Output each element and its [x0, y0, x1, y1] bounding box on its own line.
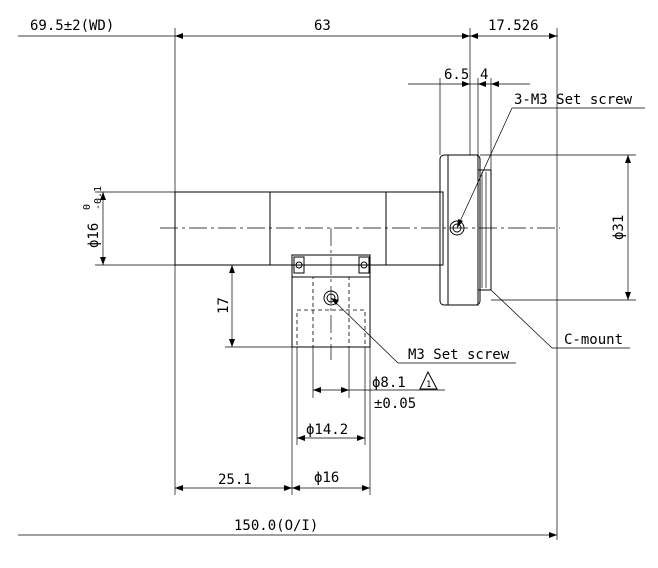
label-dim-6-5: 6.5 [444, 67, 469, 83]
label-tol-005: ±0.05 [374, 396, 416, 412]
label-body-length: 63 [314, 18, 331, 34]
label-phi16-tube-group: ϕ16 0 -0.1 [82, 186, 104, 248]
top-dimension-lines [18, 28, 558, 540]
label-phi14-2: ϕ14.2 [306, 422, 348, 438]
lens-body [174, 154, 492, 306]
left-dimensions [95, 191, 292, 348]
label-flange-offset: 17.526 [488, 18, 539, 34]
label-phi31: ϕ31 [611, 215, 627, 240]
label-phi16-tube: ϕ16 [86, 223, 102, 248]
label-cmount: C-mount [564, 332, 623, 348]
label-height17-group: 17 [216, 297, 232, 314]
label-3m3-set-screw: 3-M3 Set screw [514, 92, 633, 108]
label-dim-4: 4 [480, 67, 488, 83]
right-dimensions [480, 154, 636, 301]
side-port [291, 228, 371, 360]
flange-set-screw [449, 220, 465, 236]
bottom-dimensions [18, 265, 557, 538]
label-phi16-port: ϕ16 [314, 470, 339, 486]
label-working-distance: 69.5±2(WD) [30, 18, 114, 34]
label-tol-lower: -0.1 [93, 186, 104, 210]
label-m3-set-screw: M3 Set screw [408, 347, 510, 363]
label-offset25-1: 25.1 [218, 472, 252, 488]
leaders [330, 107, 645, 364]
label-phi8-1: ϕ8.1 [372, 375, 406, 391]
revision-triangle: 1 [419, 370, 438, 390]
label-tol-upper: 0 [82, 204, 93, 210]
label-revision-mark: 1 [426, 380, 431, 390]
label-height17: 17 [216, 297, 232, 314]
label-oi-length: 150.0(O/I) [234, 518, 318, 534]
label-phi31-group: ϕ31 [611, 215, 627, 240]
